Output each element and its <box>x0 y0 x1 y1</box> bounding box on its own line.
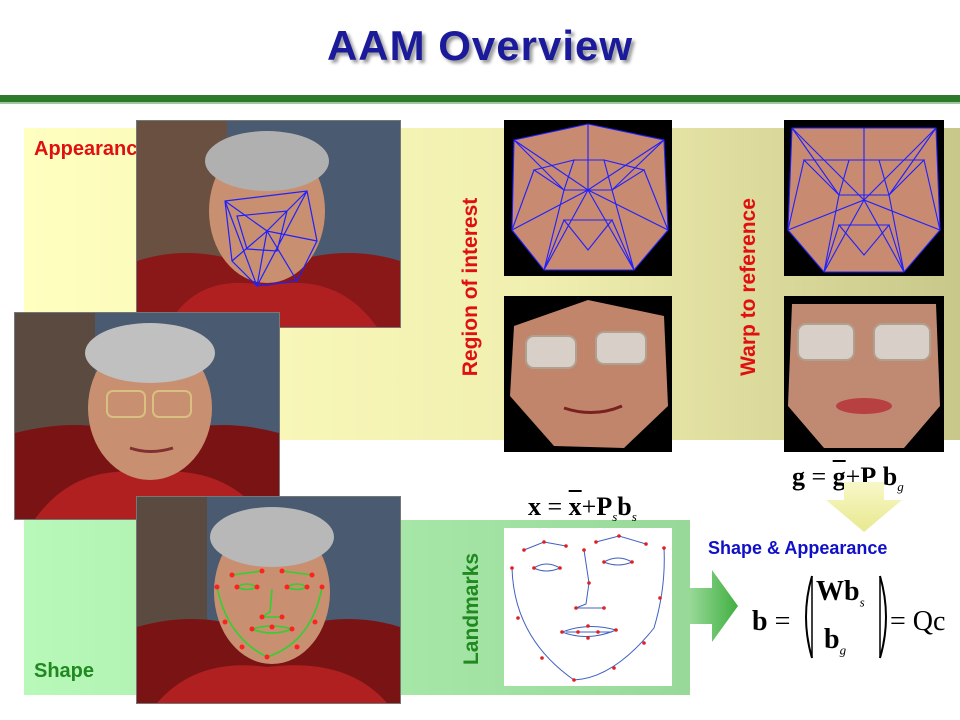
shape-model-formula: x = x+Psbs <box>528 492 637 525</box>
page-title: AAM Overview <box>326 22 634 69</box>
region-of-interest-label: Region of interest <box>459 197 482 377</box>
roi-face-image <box>504 296 672 452</box>
landmarks-image <box>504 528 672 686</box>
arrow-down-icon <box>826 482 902 532</box>
combined-lhs: b = <box>752 606 791 637</box>
face-photo-landmarks <box>136 496 401 704</box>
combined-top: Wbs <box>816 576 865 610</box>
shape-label: Shape <box>34 660 95 682</box>
warp-to-reference-label: Warp to reference <box>737 198 760 376</box>
combined-bottom: bg <box>824 624 847 658</box>
landmarks-label: Landmarks <box>460 552 483 666</box>
appearance-label: Appearance <box>34 138 149 160</box>
warp-mesh-image <box>784 120 944 276</box>
roi-mesh-image <box>504 120 672 276</box>
warp-face-image <box>784 296 944 452</box>
face-photo <box>14 312 280 520</box>
combined-rhs: = Qc <box>890 606 946 637</box>
title-rule <box>0 95 960 102</box>
title-rule-highlight <box>0 102 960 104</box>
arrow-right-icon <box>690 570 738 642</box>
shape-and-appearance-label: Shape & Appearance <box>708 538 888 558</box>
face-photo-mesh <box>136 120 401 328</box>
matrix-brackets <box>805 575 887 659</box>
